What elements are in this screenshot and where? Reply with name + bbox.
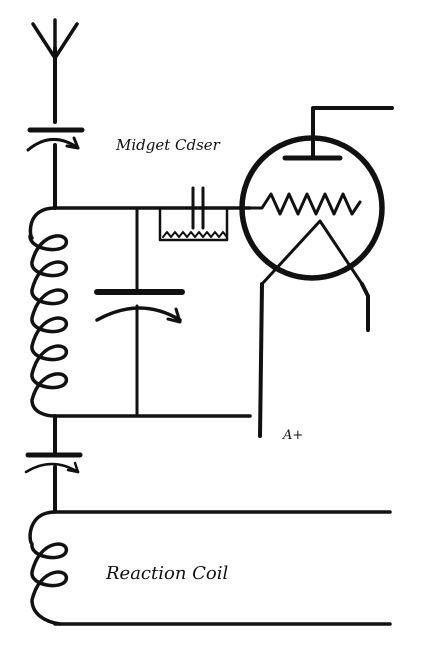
reaction-coil-label: Reaction Coil xyxy=(106,563,229,584)
grid-condenser-and-leak xyxy=(158,186,229,242)
aerial-variable-capacitor xyxy=(26,127,85,210)
tuning-coil xyxy=(28,206,252,418)
antenna-icon xyxy=(31,18,79,124)
reaction-coupling-capacitor xyxy=(24,414,83,512)
a-plus-terminal-label: A+ xyxy=(283,428,304,443)
triode-tube-icon xyxy=(239,106,394,438)
midget-condenser-label: Midget Cdser xyxy=(116,136,220,154)
reaction-coil xyxy=(28,510,392,626)
tuning-variable-capacitor xyxy=(94,206,185,418)
